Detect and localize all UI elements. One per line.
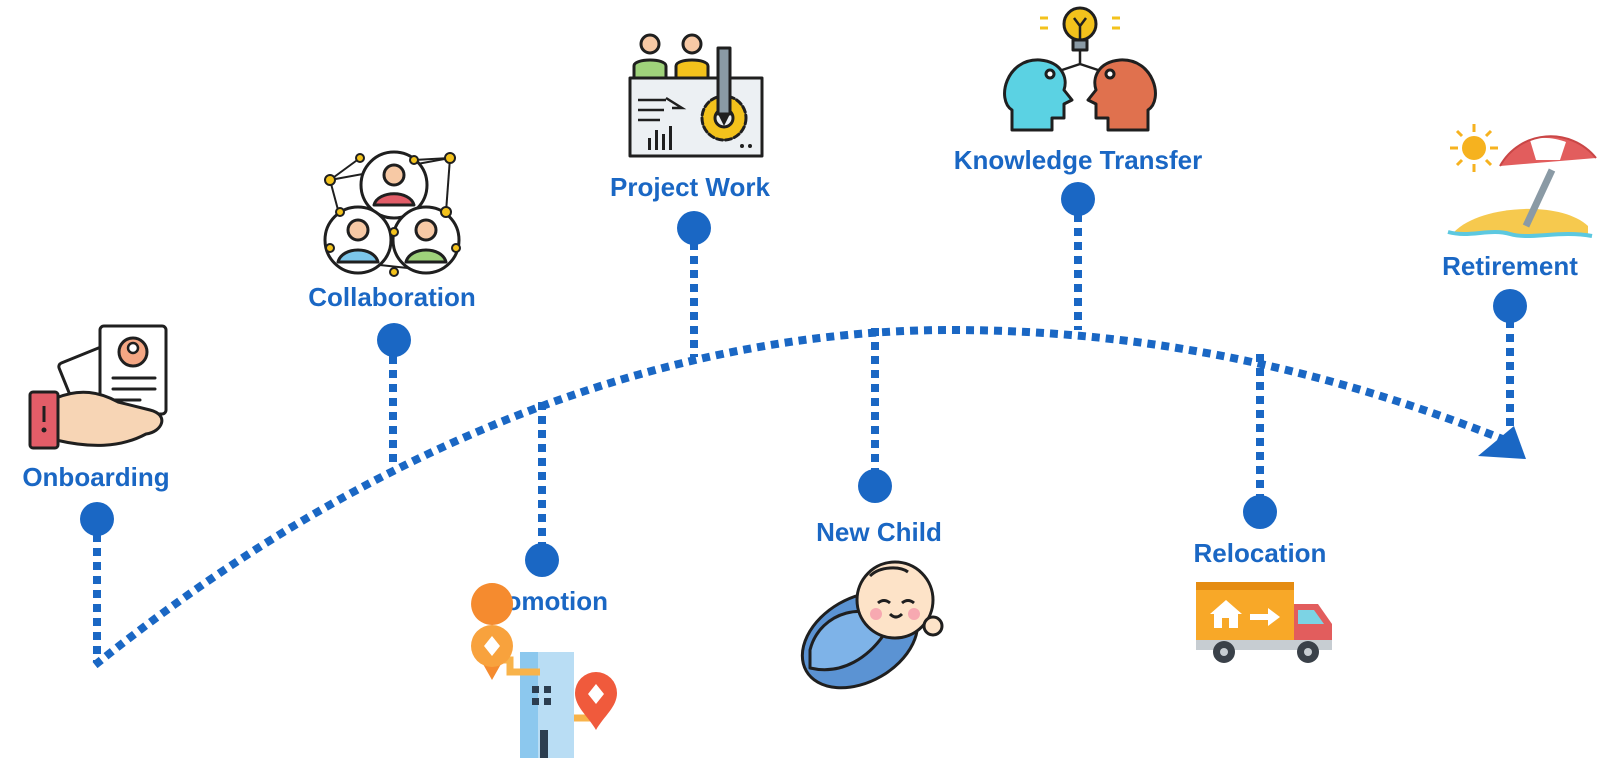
milestone-dots [80, 182, 1527, 577]
relocation-truck-icon [1196, 582, 1332, 663]
dot-retirement [1493, 289, 1527, 323]
journey-path [92, 325, 1512, 669]
journey-arrowhead [1478, 426, 1526, 459]
label-project-work: Project Work [610, 172, 770, 202]
dot-relocation [1243, 495, 1277, 529]
dot-project-work [677, 211, 711, 245]
label-onboarding: Onboarding [22, 462, 169, 492]
onboarding-hand-card-icon [28, 324, 168, 450]
new-child-baby-icon [800, 560, 944, 690]
retirement-beach-icon [1447, 124, 1597, 238]
label-knowledge-transfer: Knowledge Transfer [954, 145, 1203, 175]
dot-knowledge-transfer [1061, 182, 1095, 216]
dot-onboarding [80, 502, 114, 536]
knowledge-transfer-heads-icon [1003, 6, 1157, 132]
promotion-building-icon [471, 583, 617, 758]
dot-new-child [858, 469, 892, 503]
label-collaboration: Collaboration [308, 282, 476, 312]
label-new-child: New Child [816, 517, 942, 547]
dot-promotion [525, 543, 559, 577]
dot-collaboration [377, 323, 411, 357]
collaboration-network-icon [323, 150, 461, 277]
label-retirement: Retirement [1442, 251, 1578, 281]
label-relocation: Relocation [1194, 538, 1327, 568]
milestone-stems [93, 200, 1514, 662]
project-work-board-icon [628, 33, 764, 158]
